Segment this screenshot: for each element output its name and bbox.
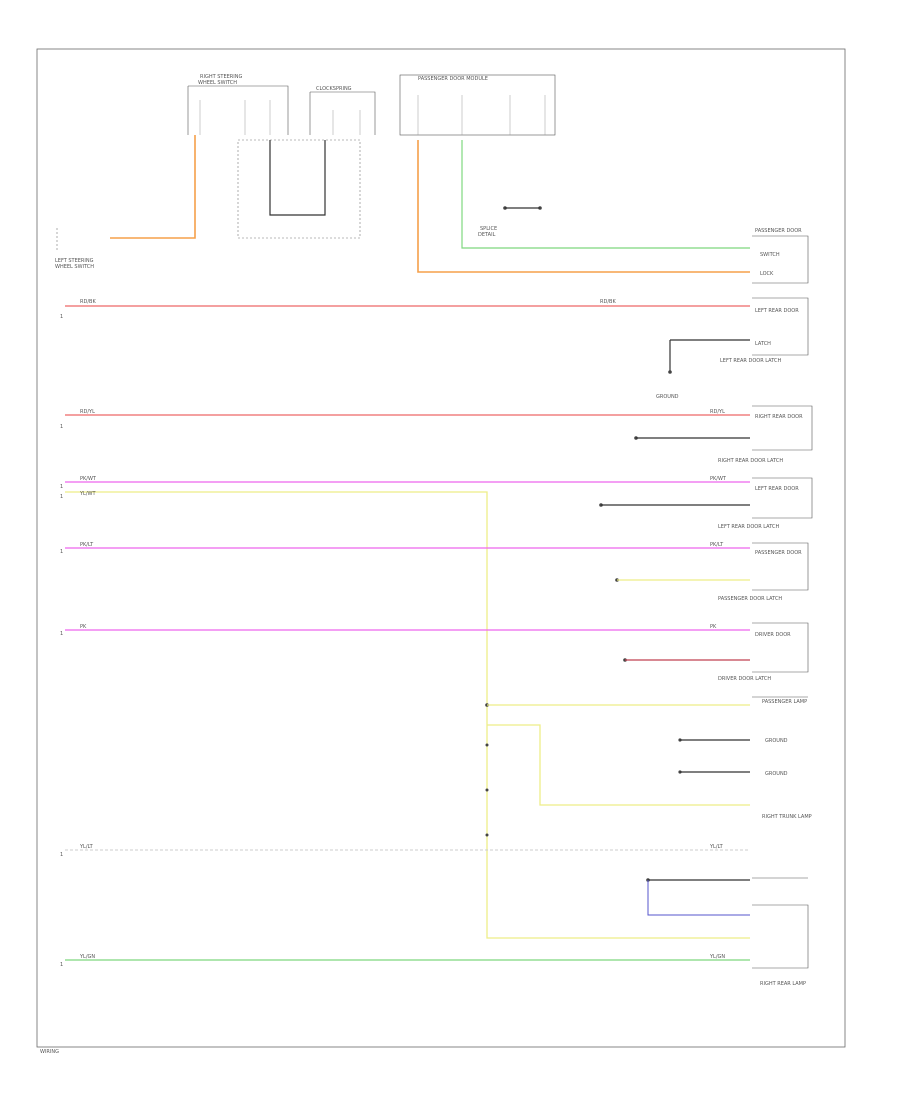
passenger-switch-block: PASSENGER DOOR SWITCH LOCK xyxy=(752,228,809,284)
diagram-frame xyxy=(36,48,846,1048)
svg-text:YL/LT: YL/LT xyxy=(709,844,724,850)
svg-text:1: 1 xyxy=(60,631,63,637)
svg-text:GROUND: GROUND xyxy=(765,738,788,744)
svg-text:GROUND: GROUND xyxy=(765,771,788,777)
svg-text:YL/GN: YL/GN xyxy=(79,954,95,960)
svg-text:LEFT STEERING: LEFT STEERING xyxy=(55,258,94,264)
svg-text:CLOCKSPRING: CLOCKSPRING xyxy=(316,86,352,92)
svg-text:RD/YL: RD/YL xyxy=(710,409,725,415)
svg-text:PASSENGER DOOR: PASSENGER DOOR xyxy=(755,228,802,234)
wire-yellow-main xyxy=(65,491,750,939)
svg-text:LEFT REAR DOOR: LEFT REAR DOOR xyxy=(755,486,799,492)
svg-text:SPLICE: SPLICE xyxy=(480,226,497,232)
svg-text:PASSENGER DOOR MODULE: PASSENGER DOOR MODULE xyxy=(418,76,488,82)
svg-text:YL/LT: YL/LT xyxy=(79,844,94,850)
svg-text:LOCK: LOCK xyxy=(760,271,774,277)
svg-text:PK/WT: PK/WT xyxy=(710,476,727,482)
svg-text:DETAIL: DETAIL xyxy=(478,232,496,238)
svg-text:1: 1 xyxy=(60,962,63,968)
svg-text:PK: PK xyxy=(80,624,87,630)
svg-text:PASSENGER DOOR LATCH: PASSENGER DOOR LATCH xyxy=(718,596,782,602)
connector-clockspring: CLOCKSPRING xyxy=(309,86,376,135)
svg-text:1: 1 xyxy=(60,484,63,490)
svg-text:1: 1 xyxy=(60,314,63,320)
wire-orange-module xyxy=(417,140,750,273)
svg-text:DRIVER DOOR: DRIVER DOOR xyxy=(755,632,791,638)
svg-text:PK: PK xyxy=(710,624,717,630)
connector-right-steering-switch: RIGHT STEERING WHEEL SWITCH xyxy=(187,74,289,135)
connector-passenger-module: PASSENGER DOOR MODULE xyxy=(399,74,556,136)
svg-text:PASSENGER LAMP: PASSENGER LAMP xyxy=(762,699,807,705)
svg-text:RIGHT REAR DOOR LATCH: RIGHT REAR DOOR LATCH xyxy=(718,458,783,464)
svg-text:1: 1 xyxy=(60,424,63,430)
svg-text:RD/BK: RD/BK xyxy=(80,299,96,305)
svg-text:GROUND: GROUND xyxy=(656,394,679,400)
svg-text:YL/WT: YL/WT xyxy=(79,491,96,497)
svg-text:PK/LT: PK/LT xyxy=(80,542,94,548)
svg-text:1: 1 xyxy=(60,852,63,858)
svg-text:PK/WT: PK/WT xyxy=(80,476,97,482)
svg-text:LEFT REAR DOOR: LEFT REAR DOOR xyxy=(755,308,799,314)
svg-text:LATCH: LATCH xyxy=(755,341,771,347)
page-label: WIRING xyxy=(40,1049,59,1055)
wire-black-loop xyxy=(269,140,326,216)
wire-orange-left xyxy=(110,135,196,239)
svg-text:RIGHT STEERING: RIGHT STEERING xyxy=(200,74,242,80)
svg-text:LEFT REAR DOOR LATCH: LEFT REAR DOOR LATCH xyxy=(720,358,781,364)
svg-text:WHEEL SWITCH: WHEEL SWITCH xyxy=(198,80,237,86)
svg-text:YL/GN: YL/GN xyxy=(709,954,725,960)
svg-text:1: 1 xyxy=(60,549,63,555)
svg-text:DRIVER DOOR LATCH: DRIVER DOOR LATCH xyxy=(718,676,771,682)
svg-text:RD/BK: RD/BK xyxy=(600,299,616,305)
svg-text:RIGHT REAR LAMP: RIGHT REAR LAMP xyxy=(760,981,806,987)
svg-text:PASSENGER DOOR: PASSENGER DOOR xyxy=(755,550,802,556)
svg-text:WHEEL SWITCH: WHEEL SWITCH xyxy=(55,264,94,270)
svg-text:SWITCH: SWITCH xyxy=(760,252,780,258)
svg-text:RIGHT TRUNK LAMP: RIGHT TRUNK LAMP xyxy=(762,814,812,820)
svg-text:RD/YL: RD/YL xyxy=(80,409,95,415)
wire-green-module xyxy=(461,140,750,249)
svg-text:PK/LT: PK/LT xyxy=(710,542,724,548)
svg-text:LEFT REAR DOOR LATCH: LEFT REAR DOOR LATCH xyxy=(718,524,779,530)
svg-text:1: 1 xyxy=(60,494,63,500)
svg-text:RIGHT REAR DOOR: RIGHT REAR DOOR xyxy=(755,414,803,420)
left-steering-switch: LEFT STEERING WHEEL SWITCH xyxy=(55,228,94,270)
shielded-group-box xyxy=(237,139,361,239)
